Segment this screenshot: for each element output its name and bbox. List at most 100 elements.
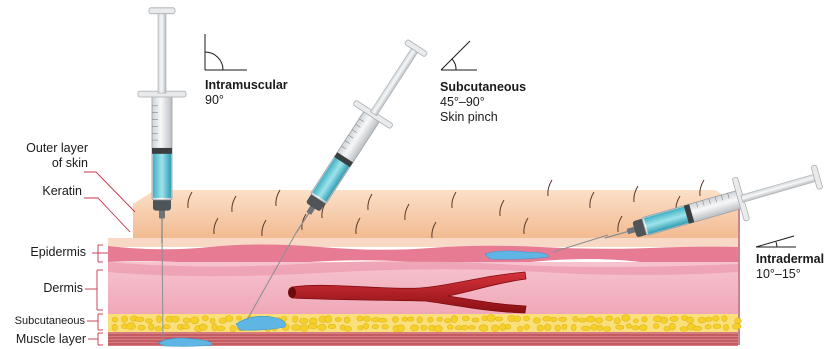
fat-cell bbox=[559, 317, 567, 321]
fat-cell bbox=[660, 317, 667, 323]
intradermal-angle: 10°–15° bbox=[756, 267, 824, 282]
angle-15-icon bbox=[756, 236, 796, 247]
fat-cell bbox=[735, 318, 742, 324]
fat-cell bbox=[669, 323, 675, 330]
fat-cell bbox=[230, 325, 236, 331]
fat-cell bbox=[524, 324, 529, 329]
fat-cell bbox=[461, 325, 468, 330]
fat-cell bbox=[579, 318, 587, 322]
fat-cell bbox=[462, 316, 469, 321]
fat-cell bbox=[300, 325, 308, 332]
fat-cell bbox=[344, 326, 351, 331]
fat-cell bbox=[713, 324, 721, 329]
fat-cell bbox=[505, 324, 510, 329]
fat-cell bbox=[408, 317, 414, 321]
fat-cell bbox=[379, 318, 387, 322]
fat-cell bbox=[325, 316, 332, 323]
fat-cell bbox=[190, 317, 198, 324]
fat-cell bbox=[680, 327, 688, 332]
fat-cell bbox=[444, 319, 451, 323]
fat-cell bbox=[382, 325, 388, 330]
fat-cell bbox=[524, 316, 530, 321]
outer-layer-label: Outer layer of skin bbox=[26, 141, 88, 171]
fat-cell bbox=[495, 317, 502, 321]
intramuscular-label: Intramuscular 90° bbox=[205, 78, 288, 108]
muscle-layer-label: Muscle layer bbox=[16, 332, 86, 347]
fat-cell bbox=[112, 324, 117, 331]
fat-cell bbox=[616, 325, 624, 329]
fat-cell bbox=[335, 318, 341, 322]
fat-cell bbox=[149, 324, 155, 330]
fat-cell bbox=[595, 318, 602, 324]
subcutaneous-layer-label: Subcutaneous bbox=[15, 314, 85, 329]
fat-cell bbox=[182, 325, 190, 329]
fat-cell bbox=[434, 325, 442, 332]
fat-cell bbox=[451, 316, 457, 323]
fat-cell bbox=[550, 317, 557, 322]
outer-layer-line1: Outer layer bbox=[26, 141, 88, 156]
fat-cell bbox=[706, 317, 713, 321]
fat-cell bbox=[614, 318, 620, 324]
fat-cell bbox=[171, 316, 179, 322]
fat-cell bbox=[135, 317, 144, 322]
fat-cell bbox=[622, 315, 630, 322]
fat-cell bbox=[693, 326, 702, 330]
fat-cell bbox=[344, 317, 350, 323]
fat-cell bbox=[562, 324, 567, 329]
fat-cell bbox=[410, 325, 418, 331]
fat-cell bbox=[372, 325, 379, 329]
fat-cell bbox=[357, 316, 363, 321]
fat-cell bbox=[469, 326, 476, 330]
fat-cell bbox=[225, 316, 233, 322]
dermis-label: Dermis bbox=[43, 281, 83, 296]
fat-cell bbox=[543, 316, 551, 321]
fat-cell bbox=[308, 323, 317, 329]
fat-cell bbox=[722, 316, 727, 322]
fat-cell bbox=[392, 317, 398, 323]
fat-cell bbox=[479, 325, 488, 332]
fat-cell bbox=[518, 326, 523, 331]
fat-cell bbox=[544, 324, 551, 331]
fat-cell bbox=[363, 323, 368, 329]
fat-cell bbox=[318, 324, 327, 330]
fat-cell bbox=[534, 318, 541, 324]
angle-45-icon bbox=[441, 41, 477, 70]
fat-cell bbox=[146, 319, 153, 324]
fat-cell bbox=[293, 316, 298, 323]
fat-cell bbox=[587, 316, 596, 322]
fat-cell bbox=[402, 317, 407, 322]
keratin-label: Keratin bbox=[42, 184, 82, 199]
fat-cell bbox=[514, 316, 521, 322]
fat-cell bbox=[664, 326, 670, 331]
fat-cell bbox=[633, 319, 638, 323]
fat-cell bbox=[397, 325, 404, 332]
fat-cell bbox=[417, 317, 423, 323]
subcutaneous-angle: 45°–90° bbox=[440, 95, 526, 110]
fat-cell bbox=[292, 325, 301, 331]
fat-cell bbox=[364, 316, 371, 322]
intramuscular-title: Intramuscular bbox=[205, 78, 288, 93]
fat-cell bbox=[705, 325, 711, 329]
fat-cell bbox=[591, 324, 598, 330]
fat-cell bbox=[632, 326, 639, 330]
fat-cell bbox=[212, 324, 217, 331]
fat-cell bbox=[555, 325, 561, 331]
fat-cell bbox=[603, 327, 610, 332]
fat-cell bbox=[183, 318, 190, 323]
fat-cell bbox=[472, 318, 479, 322]
intradermal-title: Intradermal bbox=[756, 252, 824, 267]
fat-cell bbox=[653, 324, 659, 329]
fat-cell bbox=[155, 326, 162, 331]
fat-cell bbox=[163, 325, 170, 329]
angle-90-icon bbox=[205, 34, 247, 70]
fat-cell bbox=[713, 316, 719, 321]
fat-cell bbox=[210, 318, 215, 323]
fat-cell bbox=[121, 316, 127, 322]
intradermal-label: Intradermal 10°–15° bbox=[756, 252, 824, 282]
intramuscular-angle: 90° bbox=[205, 93, 288, 108]
fat-cell bbox=[202, 316, 208, 321]
fat-cell bbox=[670, 316, 678, 321]
subcutaneous-title: Subcutaneous bbox=[440, 80, 526, 95]
keratin-leader bbox=[84, 198, 130, 232]
